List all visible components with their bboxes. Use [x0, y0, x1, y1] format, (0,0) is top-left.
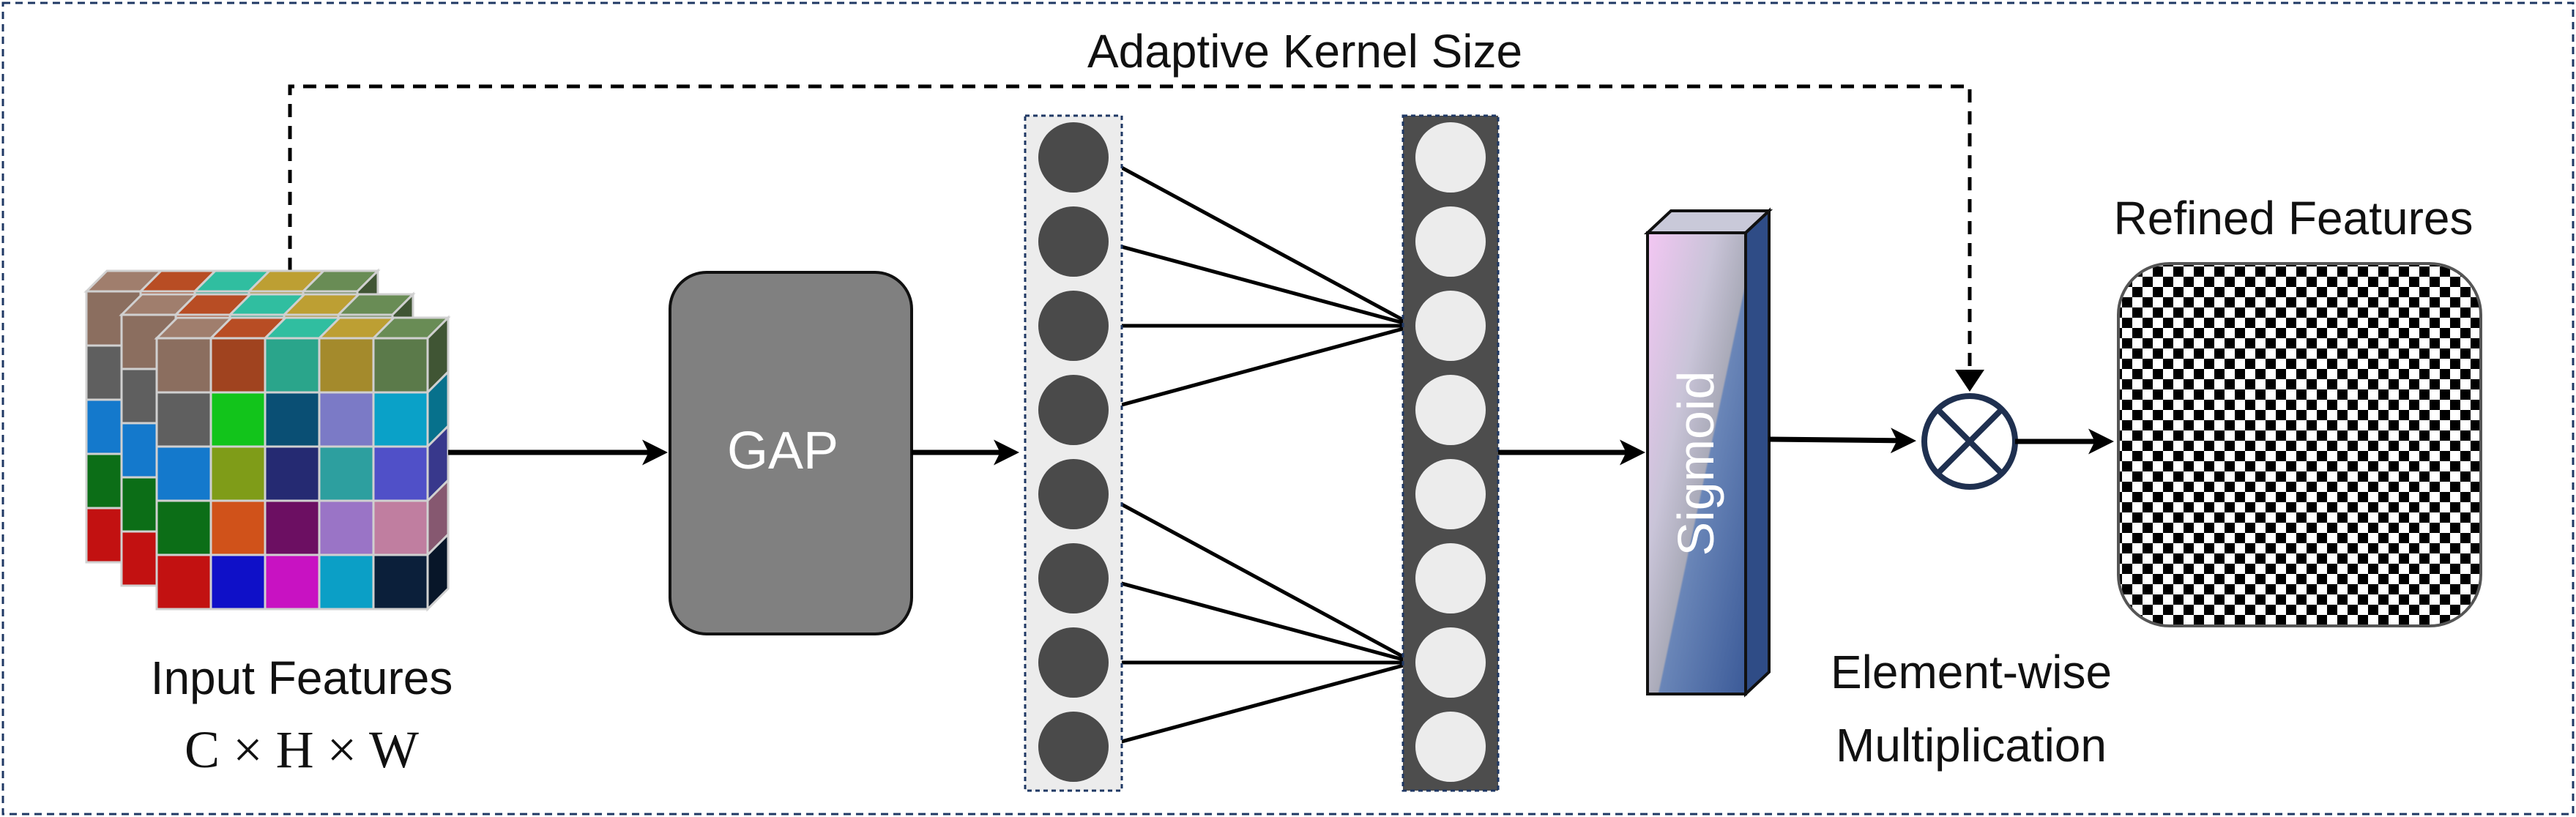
connection-line: [1102, 660, 1415, 749]
mult-label-line2: Multiplication: [1836, 719, 2107, 772]
feature-cell: [318, 391, 375, 448]
feature-map-slab: [154, 315, 451, 612]
layer-connections: [1101, 155, 1415, 749]
input-layer-node: [1038, 291, 1109, 361]
connection-line: [1101, 155, 1415, 328]
refined-features-label: Refined Features: [2114, 192, 2473, 245]
feature-cell: [318, 553, 375, 611]
output-layer-node: [1415, 291, 1486, 361]
adaptive-kernel-arrowhead: [1955, 370, 1984, 392]
input-layer-node: [1038, 122, 1109, 193]
input-features-stack: [83, 268, 451, 612]
feature-cell: [155, 553, 212, 611]
connection-line: [1102, 576, 1415, 665]
feature-cell: [155, 391, 212, 448]
feature-cell: [372, 445, 429, 502]
sigmoid-block: Sigmoid: [1643, 207, 1773, 698]
sigmoid-label: Sigmoid: [1667, 371, 1724, 556]
output-layer-node: [1415, 627, 1486, 698]
input-layer-node: [1038, 375, 1109, 445]
adaptive-kernel-label: Adaptive Kernel Size: [1087, 25, 1522, 78]
connection-line: [1102, 324, 1415, 412]
feature-cell: [372, 553, 429, 611]
feature-cell: [372, 337, 429, 394]
arrow-sigmoid-to-multiply: [1768, 428, 1916, 454]
output-layer-node: [1415, 206, 1486, 277]
mult-label-line1: Element-wise: [1831, 646, 2112, 698]
feature-cell: [155, 337, 212, 394]
output-layer-node: [1415, 375, 1486, 445]
feature-cell: [209, 337, 267, 394]
output-layer-node: [1415, 543, 1486, 613]
input-layer-node: [1038, 543, 1109, 613]
feature-cell: [155, 445, 212, 502]
feature-cell: [318, 445, 375, 502]
input-layer-node: [1038, 627, 1109, 698]
feature-cell: [209, 391, 267, 448]
feature-cell: [264, 553, 321, 611]
feature-cell: [209, 445, 267, 502]
output-layer-node: [1415, 122, 1486, 193]
input-layer-node: [1038, 712, 1109, 782]
input-layer-node: [1038, 206, 1109, 277]
feature-cell: [318, 499, 375, 556]
input-layer-node: [1038, 459, 1109, 529]
feature-cell: [209, 499, 267, 556]
feature-cell: [155, 499, 212, 556]
output-layer-node: [1415, 712, 1486, 782]
input-dims-label: C × H × W: [185, 720, 419, 779]
input-features-label: Input Features: [151, 652, 453, 704]
feature-cell: [209, 553, 267, 611]
output-layer-nodes: [1415, 122, 1486, 782]
connection-line: [1101, 492, 1415, 665]
gap-label: GAP: [727, 422, 838, 480]
adaptive-kernel-connector: [288, 84, 1972, 382]
feature-cell: [264, 445, 321, 502]
refined-features-block: [2117, 262, 2482, 627]
input-layer-nodes: [1038, 122, 1109, 782]
feature-cell: [264, 391, 321, 448]
multiply-operator-icon: [1921, 393, 2018, 490]
connection-line: [1102, 239, 1415, 328]
output-layer-node: [1415, 459, 1486, 529]
feature-cell: [318, 337, 375, 394]
feature-cell: [372, 499, 429, 556]
feature-cell: [372, 391, 429, 448]
feature-cell: [264, 337, 321, 394]
feature-cell: [264, 499, 321, 556]
